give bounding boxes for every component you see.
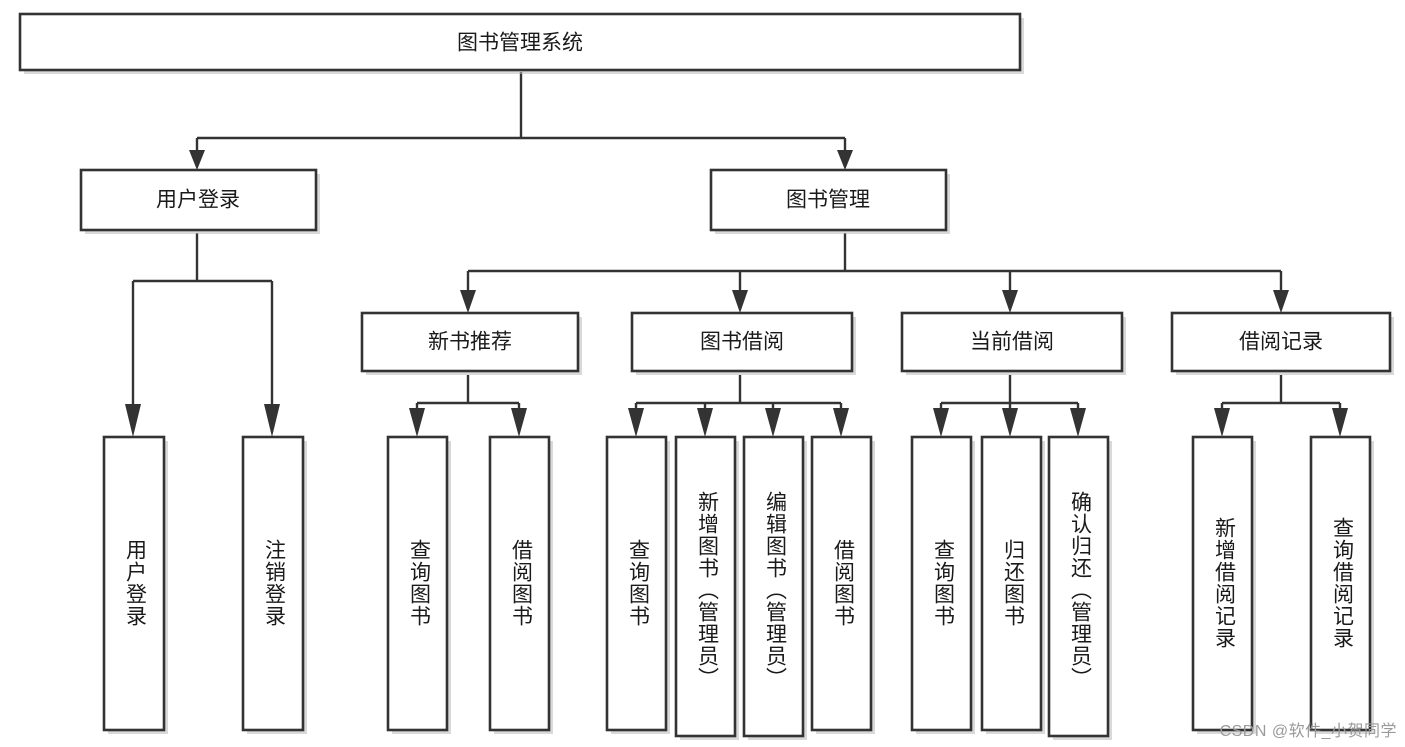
csdn-watermark: CSDN @软件_小贺同学 [1219,723,1397,740]
leaf-box[interactable] [742,435,805,738]
leaf-box[interactable] [980,435,1043,732]
arrowhead-leaf-logout [264,404,280,437]
leaf-box[interactable] [241,435,305,732]
new-book-rec-box[interactable] [360,311,580,373]
arrowhead-bookborrow [732,290,748,313]
leaf-book-borrow-2[interactable]: 编辑图书（管理员） [742,435,807,740]
leaf-box[interactable] [1047,435,1110,738]
user-login-box[interactable] [79,168,318,232]
arrowhead-bb-leaf-2 [697,408,713,437]
node-new-book-rec[interactable]: 新书推荐 [360,311,582,375]
leaf-label: 确认归还（管理员） [1068,491,1092,689]
leaf-label: 新增图书（管理员） [695,491,719,689]
leaf-current-borrow-1[interactable]: 归还图书 [980,435,1045,734]
leaf-label: 查询图书 [407,539,431,627]
arrowhead-currentborrow [1002,290,1018,313]
user-login-label: 用户登录 [156,189,240,212]
leaf-box[interactable] [1191,435,1254,732]
arrowhead-bb-leaf-3 [765,408,781,437]
root-box[interactable] [18,12,1022,72]
leaf-borrow-record-0[interactable]: 新增借阅记录 [1191,435,1256,734]
arrowhead-nbr-leaf-2 [511,408,527,437]
book-manage-label: 图书管理 [786,189,870,212]
leaf-box[interactable] [102,435,166,732]
borrow-record-label: 借阅记录 [1239,331,1323,354]
leaf-book-borrow-3[interactable]: 借阅图书 [810,435,875,734]
node-borrow-record[interactable]: 借阅记录 [1170,311,1394,375]
leaf-label: 查询图书 [626,539,650,627]
arrowhead-cb-leaf-1 [933,408,949,437]
leaf-borrow-record-1[interactable]: 查询借阅记录 [1309,435,1374,734]
leaf-box[interactable] [488,435,551,732]
arrowhead-borrowrecord [1273,290,1289,313]
node-user-login[interactable]: 用户登录 [79,168,320,234]
leaf-book-borrow-1[interactable]: 新增图书（管理员） [674,435,739,740]
node-current-borrow[interactable]: 当前借阅 [900,311,1126,375]
leaf-user-login-1[interactable]: 注销登录 [241,435,307,734]
leaf-user-login-0[interactable]: 用户登录 [102,435,168,734]
arrowhead-leaf-user-login [125,404,141,437]
book-manage-box[interactable] [709,168,948,232]
leaf-book-borrow-0[interactable]: 查询图书 [605,435,670,734]
node-book-manage[interactable]: 图书管理 [709,168,950,234]
node-root[interactable]: 图书管理系统 [18,12,1024,74]
leaf-box[interactable] [1309,435,1372,732]
book-borrow-box[interactable] [630,311,854,373]
connector-layer [125,72,1348,437]
arrowhead-bookmanage [837,150,853,170]
leaf-label: 查询借阅记录 [1330,517,1354,649]
leaf-label: 借阅图书 [509,539,533,627]
leaf-new-book-rec-1[interactable]: 借阅图书 [488,435,553,734]
leaf-box[interactable] [810,435,873,732]
leaf-box[interactable] [605,435,668,732]
current-borrow-label: 当前借阅 [970,331,1054,354]
leaf-current-borrow-0[interactable]: 查询图书 [910,435,975,734]
book-borrow-label: 图书借阅 [700,331,784,354]
leaf-label: 归还图书 [1001,539,1025,627]
arrowhead-br-leaf-2 [1332,408,1348,437]
leaf-label: 新增借阅记录 [1212,517,1236,649]
leaf-box[interactable] [674,435,737,738]
arrowhead-br-leaf-1 [1214,408,1230,437]
arrowhead-newbookrec [460,290,476,313]
leaf-label: 借阅图书 [831,539,855,627]
arrowhead-cb-leaf-2 [1002,408,1018,437]
leaf-label: 查询图书 [931,539,955,627]
arrowhead-bb-leaf-1 [628,408,644,437]
leaf-box[interactable] [386,435,449,732]
new-book-rec-label: 新书推荐 [428,331,512,354]
borrow-record-box[interactable] [1170,311,1392,373]
arrowhead-bb-leaf-4 [833,408,849,437]
leaf-label: 注销登录 [262,539,286,627]
leaf-label: 用户登录 [123,539,147,627]
root-label: 图书管理系统 [457,32,583,55]
current-borrow-box[interactable] [900,311,1124,373]
leaf-current-borrow-2[interactable]: 确认归还（管理员） [1047,435,1112,740]
leaf-box[interactable] [910,435,973,732]
leaf-new-book-rec-0[interactable]: 查询图书 [386,435,451,734]
node-book-borrow[interactable]: 图书借阅 [630,311,856,375]
arrowhead-userlogin [189,150,205,170]
arrowhead-nbr-leaf-1 [409,408,425,437]
arrowhead-cb-leaf-3 [1070,408,1086,437]
leaf-label: 编辑图书（管理员） [763,491,787,689]
